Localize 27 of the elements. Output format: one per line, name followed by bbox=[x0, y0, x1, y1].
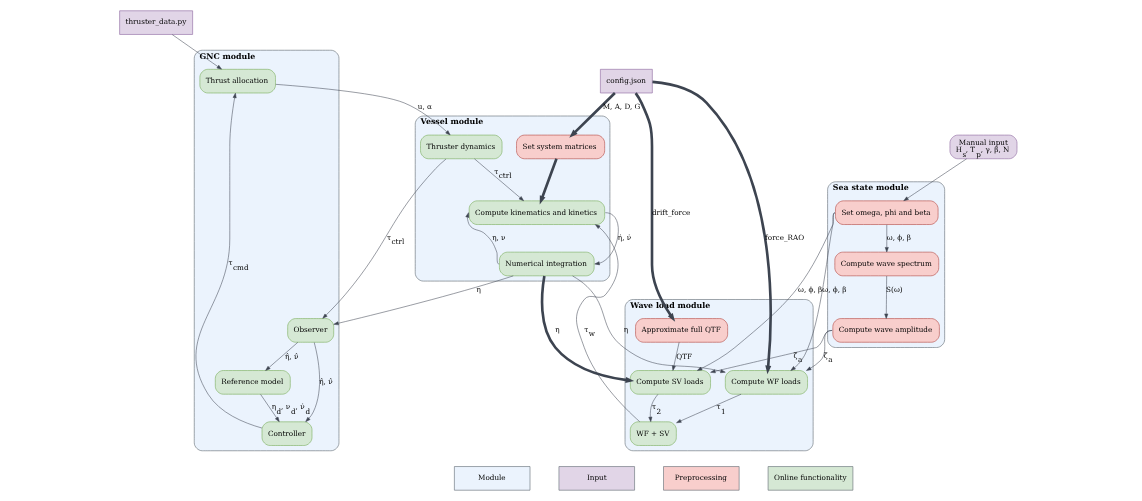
arrow bbox=[569, 92, 616, 138]
arrow bbox=[672, 342, 680, 371]
arrow bbox=[884, 224, 889, 253]
arrow bbox=[652, 80, 772, 375]
arrow bbox=[275, 84, 451, 136]
arrow bbox=[806, 330, 833, 371]
arrow bbox=[333, 275, 514, 326]
arrow bbox=[790, 212, 836, 371]
arrow bbox=[676, 393, 742, 423]
arrow bbox=[305, 342, 320, 422]
arrow bbox=[903, 158, 967, 201]
arrow bbox=[884, 275, 889, 319]
arrow bbox=[539, 158, 558, 205]
arrow bbox=[195, 92, 263, 429]
arrow bbox=[265, 342, 299, 371]
arrow bbox=[171, 34, 222, 70]
arrow bbox=[594, 212, 619, 266]
arrow bbox=[322, 158, 447, 319]
arrow bbox=[474, 158, 524, 201]
arrow bbox=[465, 212, 500, 265]
arrow bbox=[634, 92, 676, 322]
arrow bbox=[576, 224, 640, 422]
arrow bbox=[260, 394, 280, 422]
arrow bbox=[540, 275, 635, 383]
arrow bbox=[710, 330, 833, 374]
arrow bbox=[648, 394, 659, 422]
arrow bbox=[697, 212, 836, 371]
